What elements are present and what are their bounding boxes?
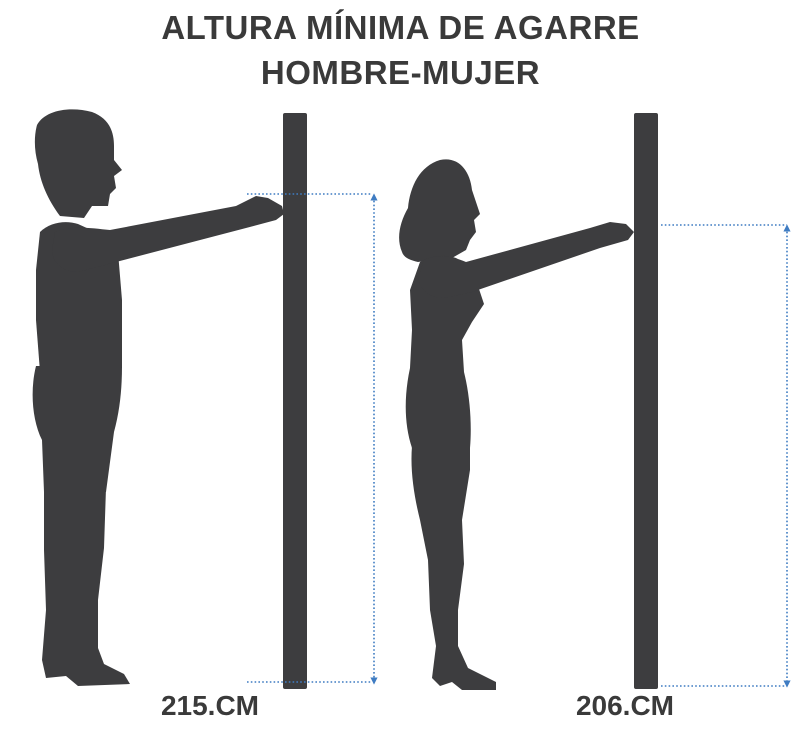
- man-head: [34, 109, 123, 218]
- man-arm: [52, 196, 284, 272]
- woman-pole: [634, 113, 658, 689]
- woman-grip-height-label: 206.CM: [575, 690, 675, 721]
- woman-legs: [411, 446, 496, 690]
- man-grip-height-label: 215.CM: [160, 690, 260, 721]
- woman-torso: [405, 255, 484, 448]
- man-legs: [42, 488, 130, 686]
- woman-silhouette-icon: [399, 159, 634, 690]
- diagram-title-line-2: HOMBRE-MUJER: [260, 54, 541, 91]
- man-pole: [283, 113, 307, 689]
- diagram-title-line-1: ALTURA MÍNIMA DE AGARRE: [161, 9, 640, 46]
- man-shorts: [32, 366, 122, 492]
- man-silhouette-icon: [32, 109, 284, 686]
- woman-head: [399, 159, 480, 262]
- woman-arm: [418, 222, 634, 298]
